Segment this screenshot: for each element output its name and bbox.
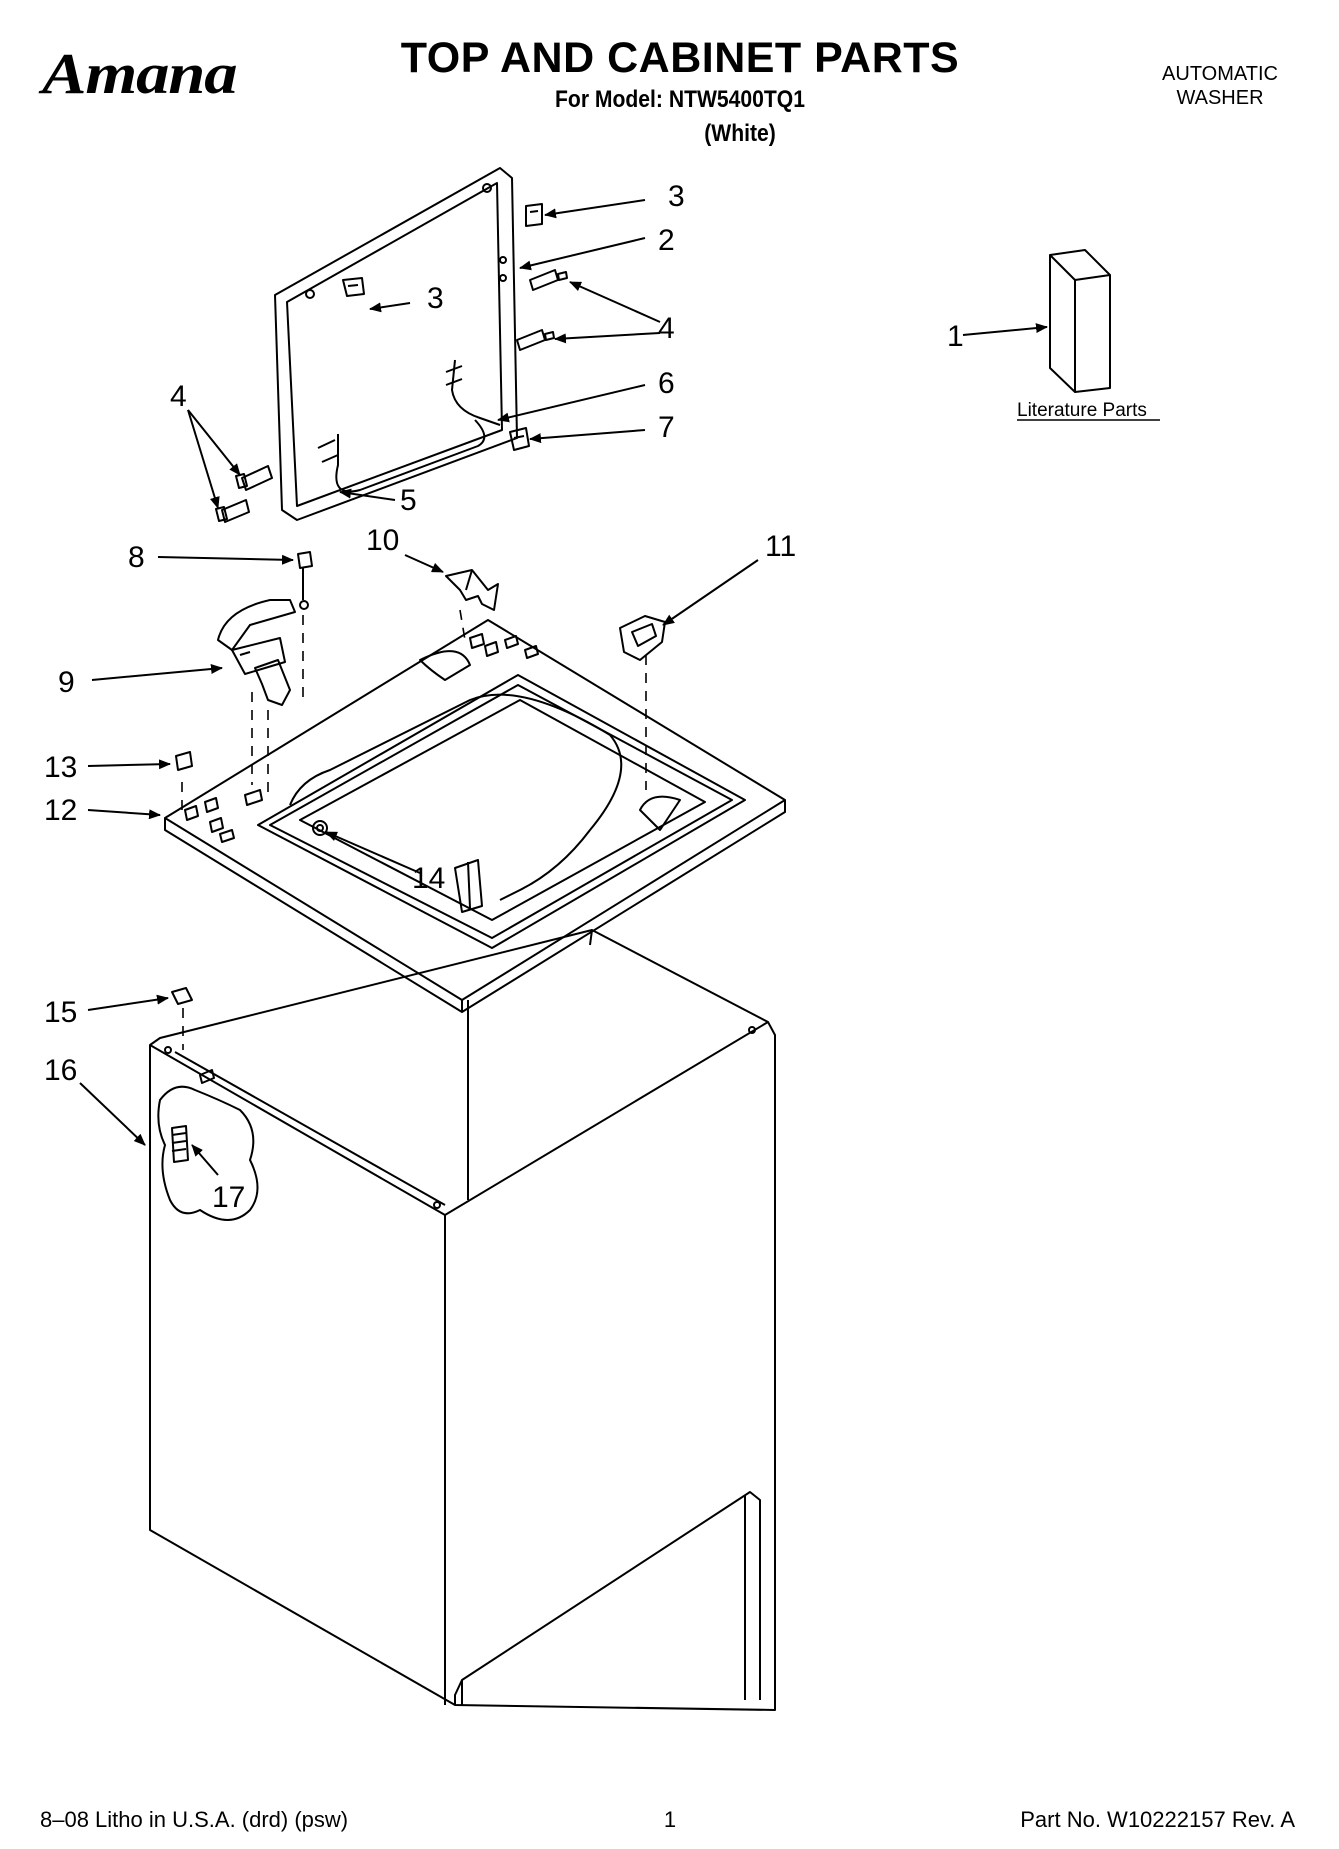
callout-9: 9 [58, 666, 75, 699]
callout-8: 8 [128, 541, 145, 574]
product-type-line-1: AUTOMATIC [1162, 63, 1278, 85]
lid-frame [274, 167, 518, 521]
callout-7: 7 [658, 411, 675, 444]
brand-logo: Amana [42, 41, 238, 106]
print-info: 8–08 Litho in U.S.A. (drd) (psw) [40, 1807, 349, 1832]
part-number: Part No. W10222157 Rev. A [1020, 1807, 1295, 1832]
callout-14: 14 [412, 862, 445, 895]
callout-17: 17 [212, 1181, 245, 1214]
hinge-pin [509, 427, 530, 451]
bleach-funnel [619, 615, 666, 661]
lid-switch-screw [297, 551, 313, 610]
clip-15 [171, 987, 193, 1005]
hinge-rod [317, 419, 486, 493]
hinge [445, 359, 501, 426]
callout-3: 3 [427, 282, 444, 315]
page-title: TOP AND CABINET PARTS [400, 34, 960, 82]
cabinet [149, 929, 776, 1711]
clip-13 [175, 751, 193, 771]
callouts: 3 2 3 4 4 6 7 5 1 8 10 11 9 13 12 14 15 … [44, 180, 1147, 1214]
product-type-line-2: WASHER [1176, 87, 1264, 109]
callout-5: 5 [400, 484, 417, 517]
top-panel [164, 619, 786, 1013]
callout-4: 4 [170, 380, 187, 413]
callout-11: 11 [765, 530, 796, 563]
callout-4: 4 [658, 312, 675, 345]
dash-lines-left [181, 609, 647, 1050]
literature-book [1049, 249, 1111, 393]
leader-lines [79, 199, 1160, 1176]
lid-bumper-left [342, 277, 365, 297]
lid-switch [217, 599, 296, 706]
callout-10: 10 [366, 524, 399, 557]
callout-16: 16 [44, 1054, 77, 1087]
callout-1: 1 [947, 320, 964, 353]
callout-6: 6 [658, 367, 675, 400]
callout-2: 2 [658, 224, 675, 257]
page-number: 1 [663, 1807, 677, 1832]
model-line: For Model: NTW5400TQ1 [555, 86, 805, 113]
dispenser-clip [445, 569, 499, 611]
callout-13: 13 [44, 751, 77, 784]
screws-right [516, 269, 568, 351]
product-type: AUTOMATIC WASHER [1120, 62, 1320, 110]
screws-left [215, 465, 273, 523]
lid-bumper-top [525, 203, 543, 227]
callout-3: 3 [668, 180, 685, 213]
literature-parts-label: Literature Parts [1017, 400, 1147, 421]
callout-15: 15 [44, 996, 77, 1029]
color-line: (White) [704, 120, 776, 147]
callout-12: 12 [44, 794, 77, 827]
screw-17 [171, 1125, 189, 1163]
